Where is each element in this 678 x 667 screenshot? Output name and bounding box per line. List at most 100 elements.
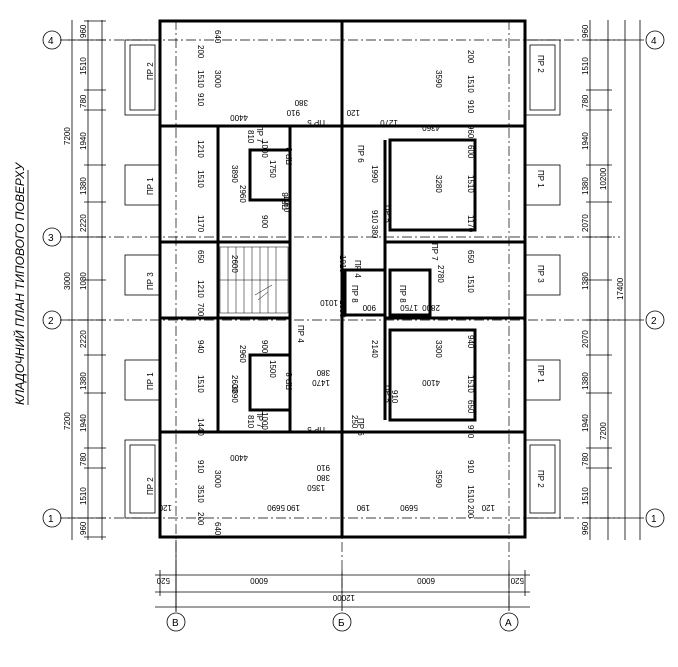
svg-text:4: 4 (651, 36, 657, 47)
svg-text:200: 200 (196, 512, 205, 526)
svg-text:В: В (172, 618, 179, 629)
svg-text:1510: 1510 (466, 485, 475, 503)
svg-text:А: А (505, 618, 512, 629)
svg-text:2960: 2960 (238, 185, 247, 203)
svg-text:380: 380 (370, 225, 379, 239)
dim-right-10200: 10200 (599, 167, 608, 190)
axis-marker-4-right: 4 (645, 30, 665, 50)
dim-bottom-6000-right: 6000 (417, 576, 435, 585)
svg-text:1500: 1500 (268, 360, 277, 378)
svg-text:1510: 1510 (466, 175, 475, 193)
dim-right-17400: 17400 (616, 277, 625, 300)
axis-marker-3-left: 3 (42, 227, 62, 247)
label-pr6-top: ПР 6 (356, 145, 365, 163)
dim-right-780-bottom: 780 (581, 452, 590, 466)
svg-text:2: 2 (48, 316, 54, 327)
svg-text:1010: 1010 (338, 255, 347, 273)
svg-text:910: 910 (196, 93, 205, 107)
label-pr1-bottom-left: ПР 1 (146, 372, 155, 390)
svg-text:1210: 1210 (196, 280, 205, 298)
plan-title: КЛАДОЧНИЙ ПЛАН ТИПОВОГО ПОВЕРХУ (11, 162, 27, 405)
label-pr8-e: ПР 8 (398, 285, 407, 303)
svg-text:1440: 1440 (196, 418, 205, 436)
label-pr3-right: ПР 3 (536, 265, 545, 283)
svg-text:1510: 1510 (466, 375, 475, 393)
label-pr3-left: ПР 3 (146, 272, 155, 290)
svg-text:1470: 1470 (312, 378, 330, 387)
svg-text:5690: 5690 (267, 503, 285, 512)
svg-text:640: 640 (213, 522, 222, 536)
svg-text:120: 120 (346, 108, 360, 117)
label-pr5-top: ПР 5 (307, 118, 325, 127)
label-pr2-top-right: ПР 2 (536, 55, 545, 73)
label-pr4-left: ПР 4 (296, 325, 305, 343)
svg-text:1510: 1510 (466, 75, 475, 93)
svg-text:200: 200 (466, 50, 475, 64)
label-pr1-bottom-right: ПР 1 (536, 365, 545, 383)
svg-text:700: 700 (196, 303, 205, 317)
svg-text:3280: 3280 (434, 175, 443, 193)
svg-text:810: 810 (246, 415, 255, 429)
label-pr2-bottom-right: ПР 2 (536, 470, 545, 488)
svg-text:2960: 2960 (238, 345, 247, 363)
dim-bottom-12000: 12000 (332, 593, 355, 602)
svg-text:910: 910 (390, 390, 399, 404)
label-pr5-right-top: ПР 5 (383, 205, 392, 223)
balcony-frames (124, 39, 561, 519)
label-pr2-bottom-left: ПР 2 (146, 477, 155, 495)
svg-text:380: 380 (316, 473, 330, 482)
svg-text:1: 1 (651, 514, 657, 525)
svg-text:3590: 3590 (434, 470, 443, 488)
svg-text:1210: 1210 (196, 140, 205, 158)
label-pr5-bottom: ПР 5 (307, 425, 325, 434)
dim-left-1940-bottom: 1940 (79, 414, 88, 432)
dim-right-1940-top: 1940 (581, 132, 590, 150)
svg-text:200: 200 (466, 505, 475, 519)
svg-text:650: 650 (196, 250, 205, 264)
dim-right-1510-bottom: 1510 (581, 487, 590, 505)
dim-left-1080: 1080 (79, 272, 88, 290)
svg-text:120: 120 (158, 503, 172, 512)
dim-right-2070-top: 2070 (581, 214, 590, 232)
dim-right-7200: 7200 (599, 422, 608, 440)
svg-text:3890: 3890 (230, 385, 239, 403)
svg-text:4400: 4400 (230, 113, 248, 122)
svg-text:910: 910 (196, 460, 205, 474)
label-pr8-a: ПР 8 (281, 192, 290, 210)
svg-text:380: 380 (316, 368, 330, 377)
svg-text:250: 250 (350, 415, 359, 429)
svg-text:1510: 1510 (466, 275, 475, 293)
label-pr8-c: ПР 8 (285, 372, 294, 390)
svg-text:1750: 1750 (268, 160, 277, 178)
dim-right-2070-bottom: 2070 (581, 330, 590, 348)
svg-text:3000: 3000 (213, 70, 222, 88)
svg-text:910: 910 (466, 460, 475, 474)
dim-left-1510-top: 1510 (79, 57, 88, 75)
svg-text:1000: 1000 (260, 140, 269, 158)
svg-text:910: 910 (316, 463, 330, 472)
svg-text:1510: 1510 (196, 375, 205, 393)
svg-text:940: 940 (196, 340, 205, 354)
dim-left-780-top: 780 (79, 94, 88, 108)
svg-text:1350: 1350 (307, 483, 325, 492)
dim-left-1510-bottom: 1510 (79, 487, 88, 505)
svg-text:4400: 4400 (230, 453, 248, 462)
dim-bottom-6000-left: 6000 (250, 576, 268, 585)
axis-marker-v: В (166, 612, 186, 632)
axis-marker-1-right: 1 (645, 508, 665, 528)
dim-left-3000: 3000 (63, 272, 72, 290)
svg-text:940: 940 (466, 335, 475, 349)
svg-text:810: 810 (246, 130, 255, 144)
dim-left-7200-top: 7200 (63, 127, 72, 145)
dim-right-1510-top: 1510 (581, 57, 590, 75)
svg-text:2: 2 (651, 316, 657, 327)
svg-text:4100: 4100 (422, 378, 440, 387)
svg-text:5690: 5690 (400, 503, 418, 512)
svg-text:4: 4 (48, 36, 54, 47)
svg-text:190: 190 (286, 503, 300, 512)
svg-text:640: 640 (213, 30, 222, 44)
svg-text:3300: 3300 (434, 340, 443, 358)
dim-left-1940-top: 1940 (79, 132, 88, 150)
dim-bottom-520-right: 520 (510, 576, 524, 585)
